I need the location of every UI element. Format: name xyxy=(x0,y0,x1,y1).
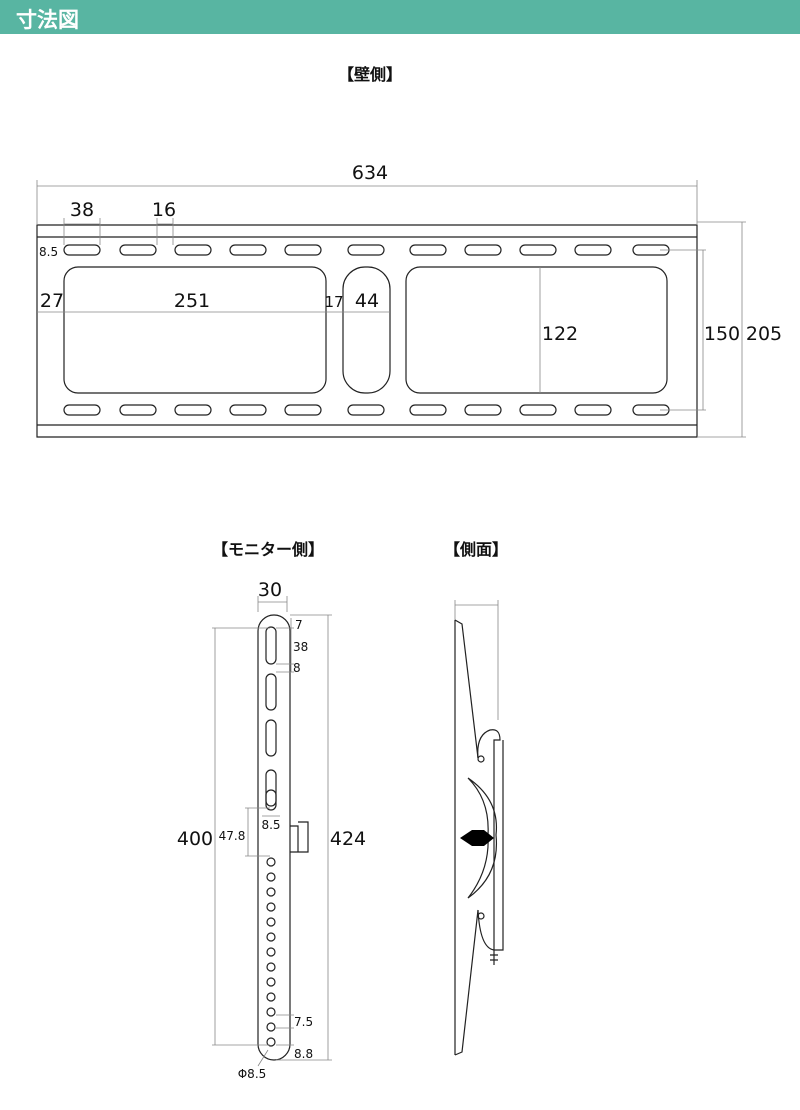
mount-hole xyxy=(266,902,276,912)
mount-hole xyxy=(266,1022,276,1032)
wall-slot xyxy=(284,244,322,256)
wall-slot xyxy=(464,244,502,256)
dim-slot-h: 8.5 xyxy=(39,245,58,259)
dim-hole-pitch: 7.5 xyxy=(294,1015,313,1029)
wall-slot xyxy=(574,244,612,256)
mount-hole xyxy=(266,1007,276,1017)
dim-opening-h: 122 xyxy=(542,323,578,345)
wall-slot xyxy=(63,404,101,416)
monitor-arm: 【モニター側】 30 7 38 8 8.5 47.8 400 424 7.5 8… xyxy=(177,540,366,1081)
dim-bottom: 8.8 xyxy=(294,1047,313,1061)
wall-slot xyxy=(464,404,502,416)
wall-slot xyxy=(347,404,385,416)
wall-slot xyxy=(229,244,267,256)
wall-slot xyxy=(519,404,557,416)
wall-slot xyxy=(119,404,157,416)
header-bar: 寸法図 xyxy=(0,0,800,34)
wall-title: 【壁側】 xyxy=(338,65,402,84)
wall-slot xyxy=(284,404,322,416)
wall-slot xyxy=(519,244,557,256)
wall-slot xyxy=(174,244,212,256)
mount-hole xyxy=(266,917,276,927)
mount-hole xyxy=(266,887,276,897)
wall-slot xyxy=(409,404,447,416)
dim-pitch: 400 xyxy=(177,828,213,850)
dim-gap: 17 xyxy=(324,293,343,311)
side-title: 【側面】 xyxy=(444,540,508,559)
wall-slot xyxy=(119,244,157,256)
dim-slot-gap: 8 xyxy=(293,661,301,675)
mount-hole xyxy=(266,872,276,882)
dim-slot-len: 16 xyxy=(152,199,176,221)
dim-top: 7 xyxy=(295,618,303,632)
dim-width: 634 xyxy=(352,162,388,184)
dim-opening-w: 251 xyxy=(174,290,210,312)
dim-hole-dia: Φ8.5 xyxy=(238,1067,267,1081)
dim-margin: 27 xyxy=(40,290,64,312)
monitor-title: 【モニター側】 xyxy=(212,540,324,559)
mount-hole xyxy=(266,962,276,972)
header-title: 寸法図 xyxy=(16,8,79,32)
dim-slot-vpitch: 150 xyxy=(704,323,740,345)
wall-slot xyxy=(409,244,447,256)
mount-hole xyxy=(266,1037,276,1047)
dim-center-w: 44 xyxy=(355,290,379,312)
knob-icon xyxy=(460,830,494,846)
side-view: 【側面】 xyxy=(444,540,508,1056)
wall-slot xyxy=(574,404,612,416)
dim-hole: 8.5 xyxy=(261,818,280,832)
wall-slot xyxy=(174,404,212,416)
mount-hole xyxy=(266,932,276,942)
dim-slot-len: 38 xyxy=(293,640,308,654)
mount-hole xyxy=(266,977,276,987)
dim-arm-width: 30 xyxy=(258,579,282,601)
dim-slot-pitch: 38 xyxy=(70,199,94,221)
mount-hole xyxy=(266,857,276,867)
dim-length: 424 xyxy=(330,828,366,850)
dim-offset: 47.8 xyxy=(219,829,246,843)
mount-hole xyxy=(266,947,276,957)
wall-slot xyxy=(63,244,101,256)
wall-plate: 【壁側】 634 38 16 8.5 27 251 17 44 122 150 … xyxy=(36,65,782,438)
wall-slot xyxy=(229,404,267,416)
wall-slot xyxy=(347,244,385,256)
dim-height: 205 xyxy=(746,323,782,345)
mount-hole xyxy=(266,992,276,1002)
